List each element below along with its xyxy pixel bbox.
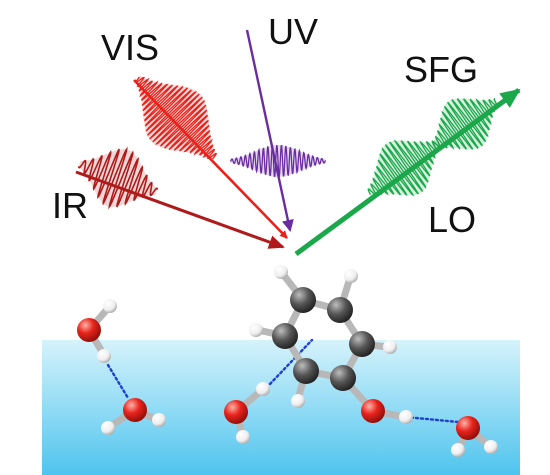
hydrogen-bond — [404, 415, 460, 424]
uv-pulse-wave — [229, 144, 327, 178]
lo-pulse — [367, 139, 441, 197]
hydrogen-atom — [97, 349, 111, 363]
oxygen-atom — [224, 400, 248, 424]
oxygen-atom — [123, 398, 147, 422]
hydrogen-atom — [344, 269, 358, 283]
hydrogen-atom — [383, 340, 397, 354]
hydrogen-atom — [256, 382, 270, 396]
hydrogen-atom — [152, 413, 166, 427]
hydrogen-atom — [274, 265, 288, 279]
sfg-pulse — [431, 97, 499, 151]
oxygen-atom — [456, 416, 480, 440]
hydrogen-atom — [249, 323, 263, 337]
carbon-atom — [330, 365, 356, 391]
hydrogen-bond — [268, 338, 314, 386]
hydrogen-atom — [484, 440, 498, 454]
water-molecule — [224, 382, 270, 444]
carbon-atom — [290, 287, 316, 313]
carbon-atom — [327, 297, 353, 323]
vis-pulse — [134, 75, 218, 161]
carbon-atom — [349, 331, 375, 357]
sfg-pulse-wave — [432, 97, 498, 151]
phenol-molecule — [249, 265, 413, 424]
ir-label: IR — [52, 185, 88, 226]
ir-beam — [75, 170, 285, 249]
hydrogen-atom — [101, 421, 115, 435]
hydrogen-atom — [236, 430, 250, 444]
water-molecule — [451, 416, 498, 457]
carbon-atom — [272, 323, 298, 349]
water-layer — [42, 340, 520, 475]
uv-pulse — [229, 144, 327, 178]
vis-pulse-wave — [134, 76, 218, 160]
carbon-atom — [293, 358, 319, 384]
hydrogen-atom — [451, 443, 465, 457]
hydrogen-atom — [103, 299, 117, 313]
uv-label: UV — [268, 11, 318, 52]
lo-label: LO — [428, 199, 476, 240]
hydrogen-bond — [106, 363, 130, 400]
ir-pulse — [77, 146, 159, 210]
hydrogen-atom — [291, 394, 305, 408]
vis-beam — [133, 79, 288, 239]
uv-beam — [245, 29, 294, 232]
sfg-label: SFG — [404, 49, 478, 90]
hydrogen-atom — [399, 410, 413, 424]
ir-pulse-wave — [77, 146, 159, 210]
water-molecule — [101, 398, 166, 435]
oxygen-atom — [361, 399, 385, 423]
vis-label: VIS — [101, 27, 159, 68]
water-molecule — [77, 299, 117, 363]
oxygen-atom — [77, 318, 101, 342]
lo-pulse-wave — [367, 139, 441, 197]
